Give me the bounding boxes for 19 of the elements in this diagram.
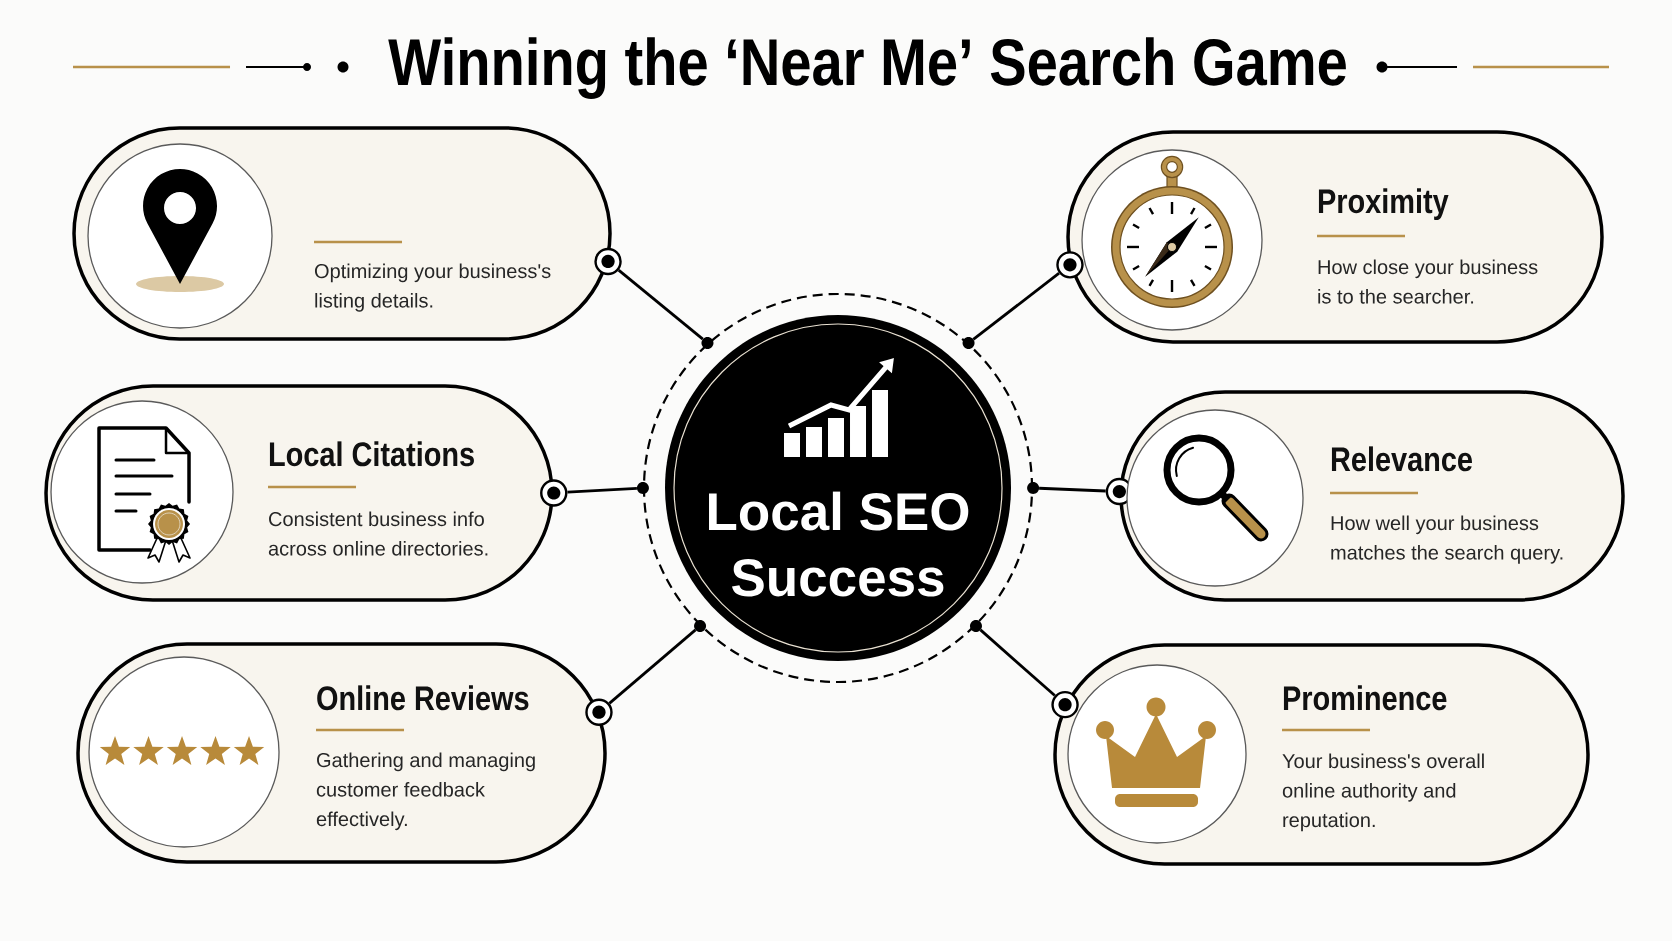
connector-line (617, 269, 704, 341)
connector-line (972, 272, 1060, 341)
card-description: Optimizing your business's listing details. (314, 263, 551, 312)
connector-line (1039, 486, 1106, 493)
card-heading: Proximity (1318, 188, 1449, 221)
card-description: Your business's overall online authority and reputation. (1282, 753, 1484, 832)
card-heading: Prominence (1283, 685, 1447, 711)
title: Winning the ‘Near Me’ Search Game (388, 37, 1346, 99)
card-description: How close your business is to the searcher. (1318, 259, 1538, 304)
connector-line (608, 628, 697, 705)
card-heading: Online Reviews (317, 685, 529, 711)
connector-line (979, 628, 1056, 697)
card-description: How well your business matches the search query. (1331, 515, 1563, 564)
hub-title: Local SEO Success (709, 491, 969, 597)
connector-line (567, 486, 637, 494)
card-description: Consistent business info across online directories. (268, 511, 488, 556)
card-heading: Local Citations (269, 441, 474, 467)
card-heading: Relevance (1331, 446, 1472, 472)
card-description: Gathering and managing customer feedback effectively. (316, 752, 535, 831)
